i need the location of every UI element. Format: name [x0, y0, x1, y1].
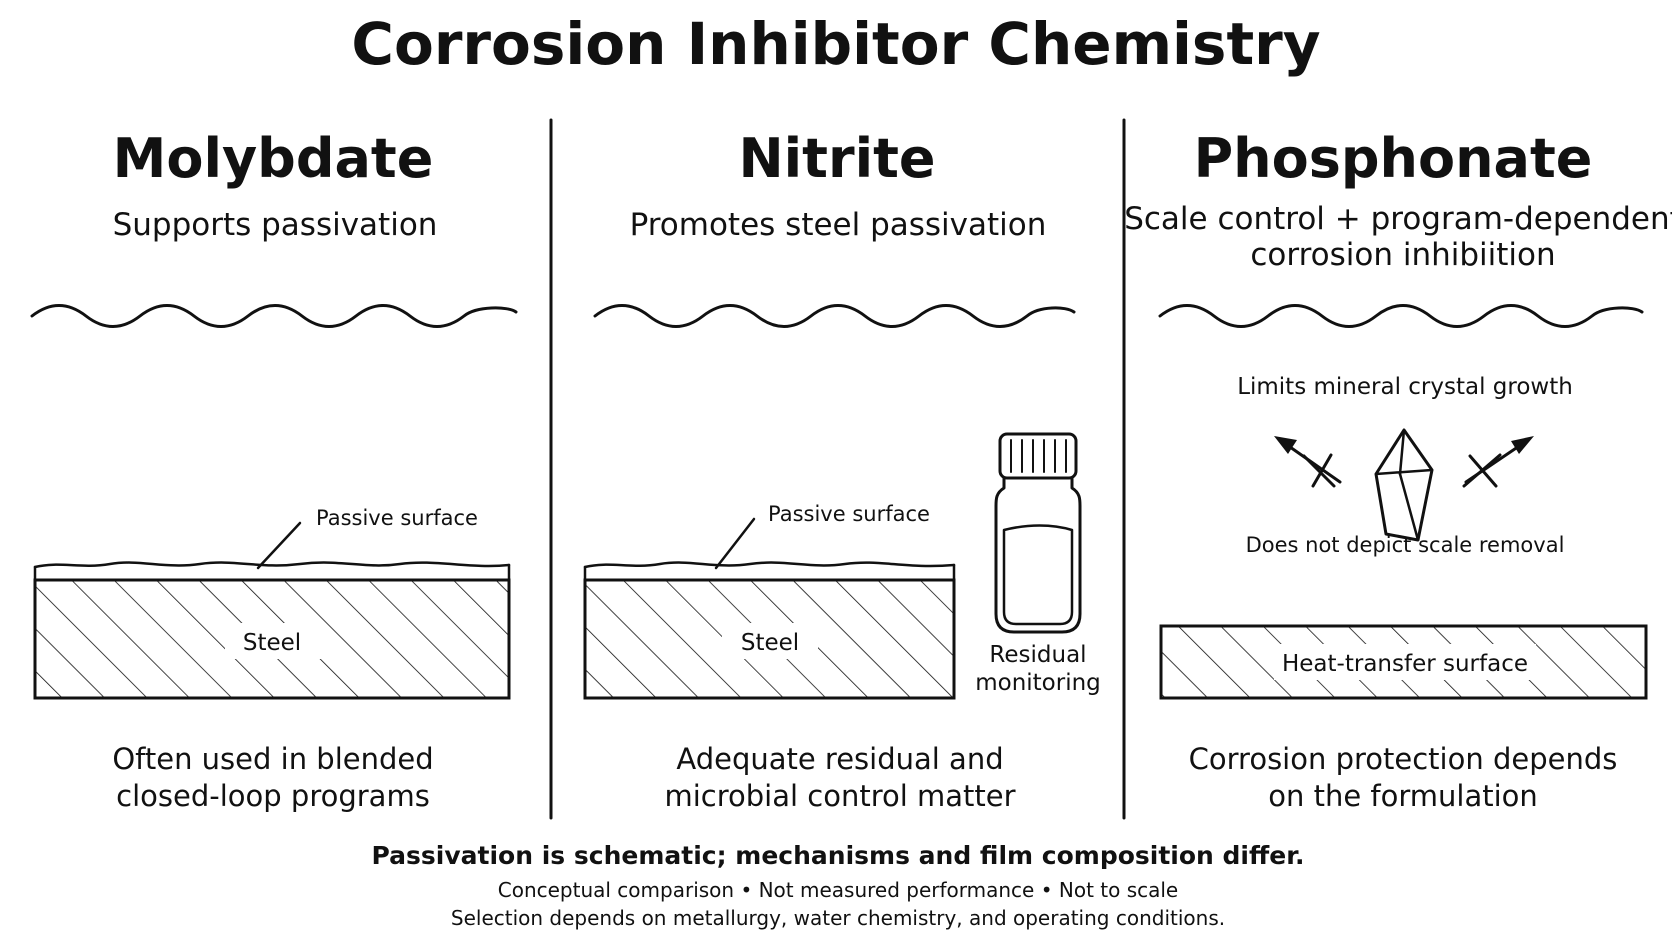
footer-note: Selection depends on metallurgy, water c… — [451, 906, 1225, 930]
wave-line-icon — [593, 304, 1076, 328]
panel-nitrite: Nitrite Promotes steel passivation Steel… — [583, 127, 1101, 813]
steel-label: Steel — [243, 630, 301, 656]
vial-liquid — [1002, 524, 1074, 626]
hatched-block-icon — [583, 578, 956, 700]
wave-line-icon — [30, 304, 518, 328]
panel-subtitle: corrosion inhibiition — [1250, 237, 1555, 273]
panel-heading: Nitrite — [738, 127, 935, 190]
blocked-arrow-icon — [1462, 436, 1534, 488]
panel-caption: microbial control matter — [664, 779, 1015, 813]
wave-line-icon — [1158, 304, 1644, 328]
panel-caption: Adequate residual and — [676, 742, 1003, 776]
blocked-arrow-icon — [1274, 436, 1342, 488]
panel-caption: Corrosion protection depends — [1189, 742, 1618, 776]
vial-label: monitoring — [975, 670, 1101, 696]
panel-subtitle: Supports passivation — [113, 207, 438, 243]
crystal-note: Does not depict scale removal — [1246, 533, 1565, 557]
passive-layer — [33, 561, 511, 569]
footer-note: Conceptual comparison • Not measured per… — [498, 878, 1179, 902]
panel-caption: closed-loop programs — [116, 779, 430, 813]
label-backdrop — [722, 623, 818, 659]
callout-leader — [256, 521, 302, 570]
page-title: Corrosion Inhibitor Chemistry — [351, 10, 1320, 78]
callout-label: Passive surface — [316, 506, 478, 530]
footer-note-bold: Passivation is schematic; mechanisms and… — [372, 841, 1305, 870]
crystal-icon — [1374, 428, 1434, 542]
label-backdrop — [225, 623, 323, 659]
panel-subtitle: Promotes steel passivation — [630, 207, 1047, 243]
panel-subtitle: Scale control + program-dependent — [1124, 201, 1672, 237]
panel-caption: on the formulation — [1268, 779, 1538, 813]
callout-leader — [714, 517, 756, 570]
panel-heading: Molybdate — [113, 127, 434, 190]
hatched-block-icon — [1159, 624, 1648, 700]
footer: Passivation is schematic; mechanisms and… — [372, 841, 1305, 930]
heat-surface-label: Heat-transfer surface — [1282, 651, 1528, 677]
panel-molybdate: Molybdate Supports passivation Steel Pas… — [30, 127, 518, 813]
sample-vial-icon — [994, 432, 1082, 634]
callout-label: Passive surface — [768, 502, 930, 526]
steel-label: Steel — [741, 630, 799, 656]
label-backdrop — [1274, 644, 1536, 680]
panel-phosphonate: Phosphonate Scale control + program-depe… — [1124, 127, 1672, 813]
passive-layer — [583, 561, 956, 569]
vial-body — [994, 476, 1082, 634]
vial-cap — [998, 432, 1078, 480]
panel-heading: Phosphonate — [1194, 127, 1593, 190]
hatched-block-icon — [33, 578, 511, 700]
panel-caption: Often used in blended — [112, 742, 433, 776]
crystal-label: Limits mineral crystal growth — [1237, 374, 1573, 400]
vial-label: Residual — [989, 642, 1086, 668]
